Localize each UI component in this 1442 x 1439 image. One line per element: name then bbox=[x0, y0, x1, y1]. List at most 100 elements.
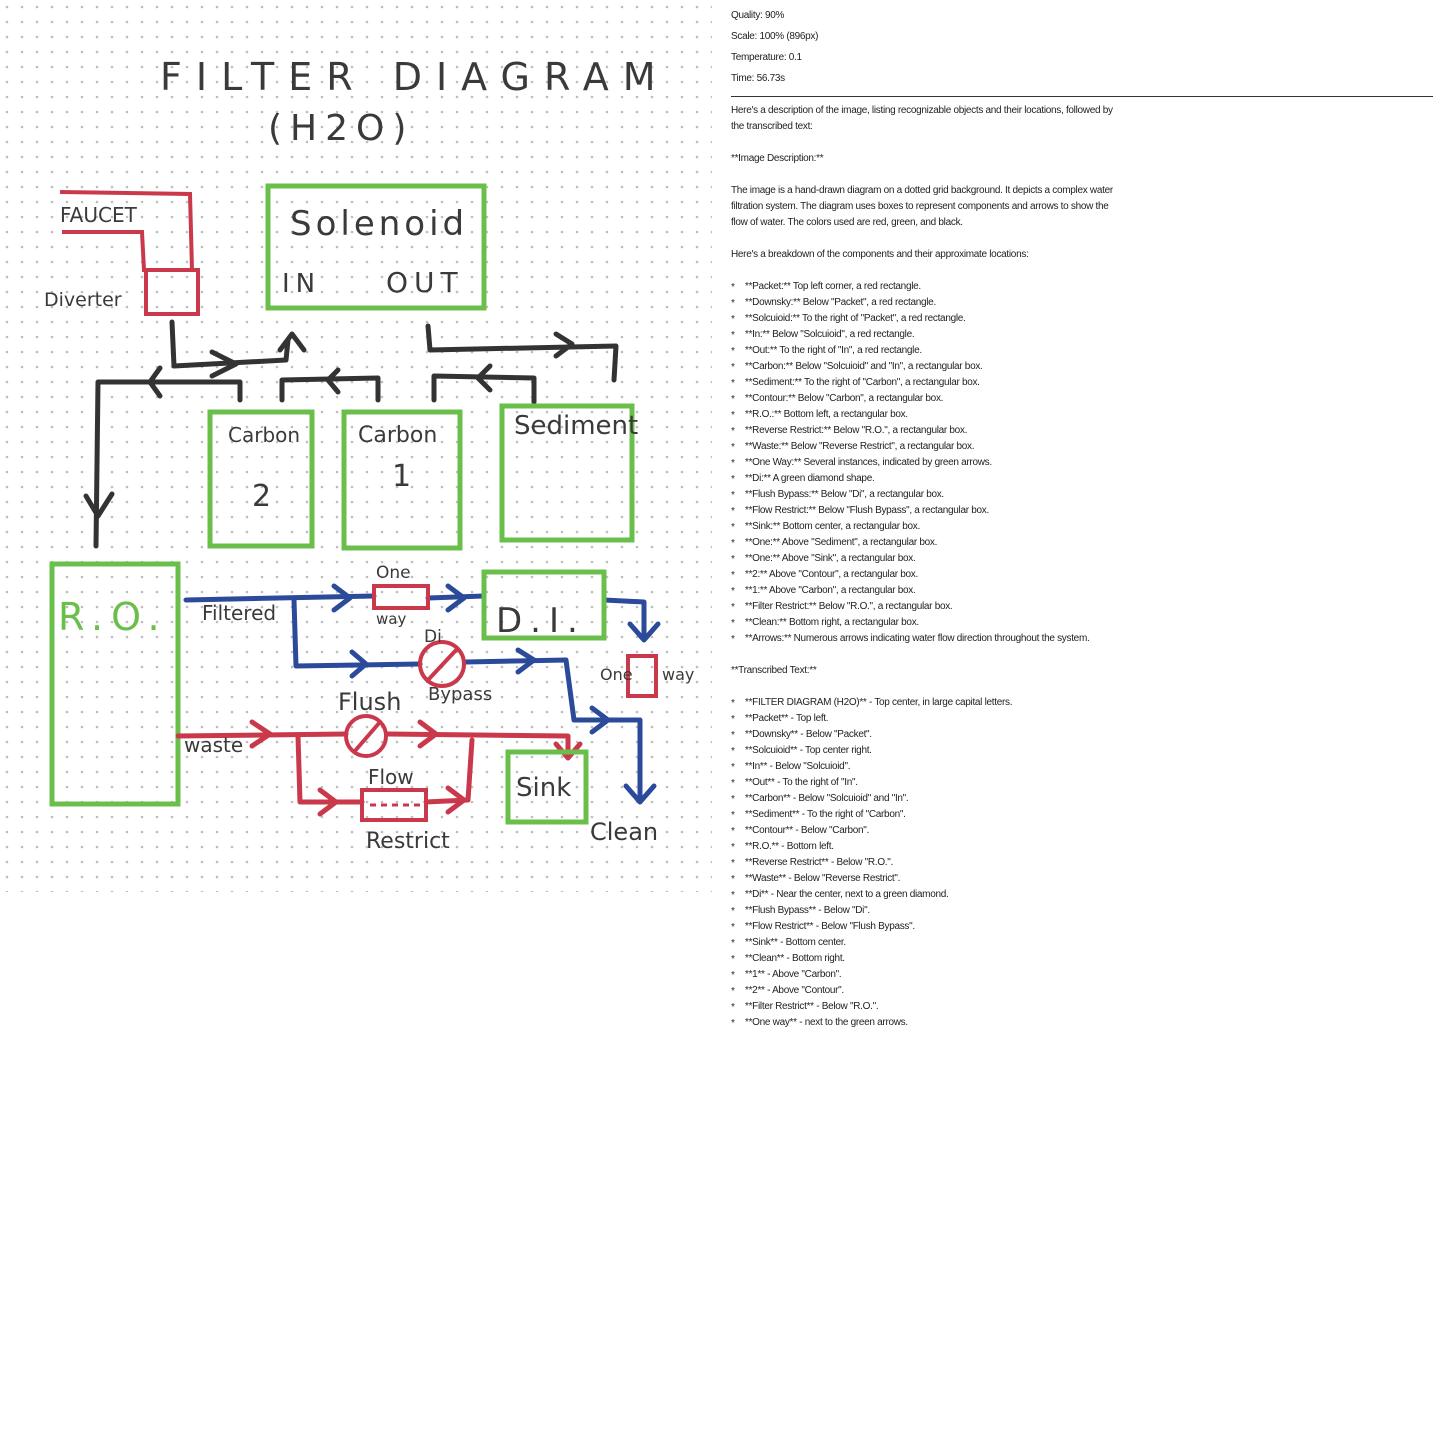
list-item: **Sink** - Bottom center. bbox=[731, 935, 1131, 952]
list-item: **FILTER DIAGRAM (H2O)** - Top center, i… bbox=[731, 695, 1131, 712]
sink-label: Sink bbox=[516, 773, 571, 803]
breakdown-intro: Here's a breakdown of the components and… bbox=[731, 249, 1029, 260]
list-item: **Out:** To the right of "In", a red rec… bbox=[731, 343, 1109, 360]
list-item: **Filter Restrict:** Below "R.O.", a rec… bbox=[731, 599, 1109, 616]
di-box bbox=[481, 569, 607, 641]
flow-label: Flow bbox=[368, 765, 414, 789]
solenoid-box bbox=[265, 183, 487, 311]
list-item: **Filter Restrict** - Below "R.O.". bbox=[731, 999, 1131, 1016]
one-way-valve-right bbox=[626, 654, 658, 698]
transcribed-text-heading: **Transcribed Text:** bbox=[731, 665, 817, 676]
flush-valve bbox=[344, 714, 388, 758]
list-item: **Packet** - Top left. bbox=[731, 711, 1131, 728]
list-item: **Di:** A green diamond shape. bbox=[731, 471, 1109, 488]
scale-readout: Scale: 100% (896px) bbox=[731, 31, 819, 42]
black-piping bbox=[83, 319, 619, 549]
divider bbox=[731, 96, 1433, 97]
time-readout: Time: 56.73s bbox=[731, 73, 785, 84]
list-item: **Waste:** Below "Reverse Restrict", a r… bbox=[731, 439, 1109, 456]
sediment-box bbox=[499, 403, 635, 543]
red-waste-piping bbox=[175, 719, 583, 817]
blue-piping bbox=[183, 583, 661, 805]
flush-label: Flush bbox=[338, 688, 401, 716]
list-item: **Contour** - Below "Carbon". bbox=[731, 823, 1131, 840]
list-item: **Downsky** - Below "Packet". bbox=[731, 727, 1131, 744]
sketch-subtitle: (H2O) bbox=[268, 108, 414, 149]
di-valve-label: Di bbox=[424, 627, 442, 647]
one-way-right-one-label: One bbox=[600, 665, 633, 684]
list-item: **R.O.** - Bottom left. bbox=[731, 839, 1131, 856]
list-item: **Clean:** Bottom right, a rectangular b… bbox=[731, 615, 1109, 632]
one-way-valve bbox=[372, 584, 430, 610]
solenoid-label: Solenoid bbox=[290, 204, 468, 244]
list-item: **Flush Bypass:** Below "Di", a rectangu… bbox=[731, 487, 1109, 504]
temperature-readout: Temperature: 0.1 bbox=[731, 52, 802, 63]
list-item: **Flow Restrict:** Below "Flush Bypass",… bbox=[731, 503, 1109, 520]
list-item: **One Way:** Several instances, indicate… bbox=[731, 455, 1109, 472]
list-item: **Flush Bypass** - Below "Di". bbox=[731, 903, 1131, 920]
intro-text: Here's a description of the image, listi… bbox=[731, 105, 1116, 132]
list-item: **Packet:** Top left corner, a red recta… bbox=[731, 279, 1109, 296]
list-item: **Out** - To the right of "In". bbox=[731, 775, 1131, 792]
one-way-one-label: One bbox=[376, 563, 411, 583]
flow-restrict bbox=[360, 788, 428, 822]
list-item: **Solcuioid:** To the right of "Packet",… bbox=[731, 311, 1109, 328]
list-item: **R.O.:** Bottom left, a rectangular box… bbox=[731, 407, 1109, 424]
list-item: **Sediment:** To the right of "Carbon", … bbox=[731, 375, 1109, 392]
solenoid-in-label: IN bbox=[282, 269, 321, 299]
sketch-title: FILTER DIAGRAM bbox=[160, 55, 670, 99]
list-item: **Sink:** Bottom center, a rectangular b… bbox=[731, 519, 1109, 536]
list-item: **Arrows:** Numerous arrows indicating w… bbox=[731, 631, 1105, 648]
transcribed-list: **FILTER DIAGRAM (H2O)** - Top center, i… bbox=[731, 695, 1131, 1032]
faucet-diverter bbox=[59, 190, 200, 316]
waste-label: waste bbox=[184, 733, 243, 757]
list-item: **Downsky:** Below "Packet", a red recta… bbox=[731, 295, 1109, 312]
list-item: **2:** Above "Contour", a rectangular bo… bbox=[731, 567, 1109, 584]
carbon-1-number: 1 bbox=[392, 459, 411, 494]
list-item: **Di** - Near the center, next to a gree… bbox=[731, 887, 1131, 904]
di-box-label: D.I. bbox=[496, 601, 586, 641]
image-description-heading: **Image Description:** bbox=[731, 153, 824, 164]
list-item: **Waste** - Below "Reverse Restrict". bbox=[731, 871, 1131, 888]
list-item: **Clean** - Bottom right. bbox=[731, 951, 1131, 968]
list-item: **In:** Below "Solcuioid", a red rectang… bbox=[731, 327, 1109, 344]
list-item: **One way** - next to the green arrows. bbox=[731, 1015, 1131, 1032]
ro-label: R.O. bbox=[58, 595, 168, 639]
di-bypass-valve bbox=[418, 640, 466, 688]
carbon-1-box bbox=[341, 409, 463, 551]
bypass-label: Bypass bbox=[428, 684, 492, 705]
carbon-1-label: Carbon bbox=[358, 423, 437, 448]
one-way-right-way-label: way bbox=[662, 665, 694, 684]
list-item: **One:** Above "Sink", a rectangular box… bbox=[731, 551, 1109, 568]
sink-box bbox=[505, 749, 589, 825]
list-item: **Carbon** - Below "Solcuioid" and "In". bbox=[731, 791, 1131, 808]
list-item: **Carbon:** Below "Solcuioid" and "In", … bbox=[731, 359, 1109, 376]
description-panel: Quality: 90% Scale: 100% (896px) Tempera… bbox=[731, 8, 1433, 1032]
components-list: **Packet:** Top left corner, a red recta… bbox=[731, 279, 1109, 648]
list-item: **Sediment** - To the right of "Carbon". bbox=[731, 807, 1131, 824]
faucet-label: FAUCET bbox=[60, 203, 138, 227]
list-item: **One:** Above "Sediment", a rectangular… bbox=[731, 535, 1109, 552]
list-item: **1:** Above "Carbon", a rectangular box… bbox=[731, 583, 1109, 600]
one-way-way-label: way bbox=[376, 610, 406, 628]
list-item: **In** - Below "Solcuioid". bbox=[731, 759, 1131, 776]
filtered-label: Filtered bbox=[202, 601, 276, 625]
sediment-label: Sediment bbox=[514, 411, 638, 441]
image-description-text: The image is a hand-drawn diagram on a d… bbox=[731, 185, 1116, 228]
filter-diagram-image: FILTER DIAGRAM (H2O) FAUCET Diverter Sol… bbox=[0, 0, 712, 892]
ro-box bbox=[49, 561, 181, 807]
list-item: **Reverse Restrict:** Below "R.O.", a re… bbox=[731, 423, 1109, 440]
list-item: **1** - Above "Carbon". bbox=[731, 967, 1131, 984]
clean-label: Clean bbox=[590, 818, 658, 846]
list-item: **2** - Above "Contour". bbox=[731, 983, 1131, 1000]
carbon-2-box bbox=[207, 409, 315, 549]
carbon-2-label: Carbon bbox=[228, 423, 300, 447]
list-item: **Solcuioid** - Top center right. bbox=[731, 743, 1131, 760]
quality-readout: Quality: 90% bbox=[731, 10, 785, 21]
list-item: **Reverse Restrict** - Below "R.O.". bbox=[731, 855, 1131, 872]
list-item: **Contour:** Below "Carbon", a rectangul… bbox=[731, 391, 1109, 408]
solenoid-out-label: OUT bbox=[386, 266, 464, 299]
restrict-label: Restrict bbox=[366, 829, 450, 854]
list-item: **Flow Restrict** - Below "Flush Bypass"… bbox=[731, 919, 1131, 936]
diverter-label: Diverter bbox=[44, 289, 122, 311]
